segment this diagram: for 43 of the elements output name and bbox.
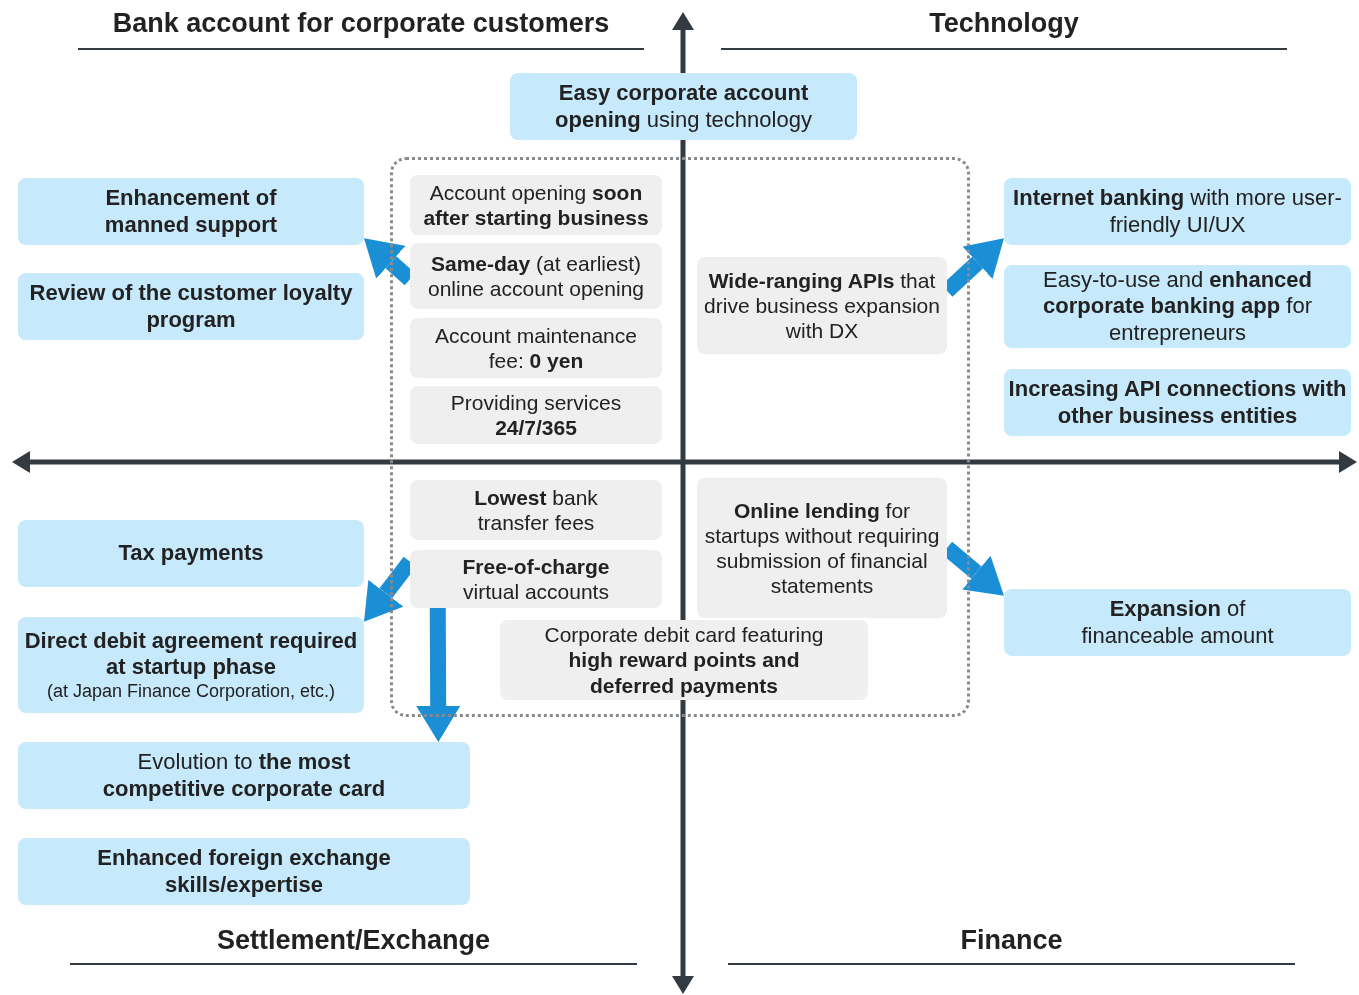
service-box (410, 550, 662, 608)
box-text: Direct debit agreement required at startup phase (23, 627, 359, 681)
feature-box (510, 73, 857, 140)
box-text: Lowest bank transfer fees (473, 484, 599, 536)
feature-box (1004, 369, 1351, 436)
box-text: Easy-to-use and enhanced corporate banking app for entrepreneurs (1042, 266, 1313, 347)
box-text: Evolution to the most competitive corporate card (101, 749, 387, 802)
box-text: Expansion of financeable amount (1080, 596, 1275, 649)
box-text: Enhanced foreign exchange skills/expertise (96, 845, 392, 898)
box-text: Corporate debit card featuring high reward points and deferred payments (543, 622, 825, 698)
service-box (500, 620, 868, 700)
box-text: Internet banking with more user-friendly UI/UX (1012, 185, 1343, 238)
feature-box (18, 178, 364, 245)
feature-box (18, 838, 470, 905)
feature-box (18, 742, 470, 809)
service-box (410, 243, 662, 309)
box-text: Free-of-charge virtual accounts (461, 553, 611, 605)
block-arrow (416, 607, 461, 742)
box-text: Account opening soon after starting business (422, 179, 650, 231)
box-text: Increasing API connections with other business entities (1007, 376, 1348, 429)
box-note: (at Japan Finance Corporation, etc.) (45, 680, 337, 703)
quadrant-heading: Settlement/Exchange (215, 925, 492, 956)
quadrant-heading: Finance (959, 925, 1064, 956)
feature-box (1004, 265, 1351, 348)
feature-box (18, 273, 364, 340)
box-text: Account maintenance fee: 0 yen (434, 322, 638, 374)
box-text: Review of the customer loyalty program (28, 280, 354, 333)
quadrant-heading: Bank account for corporate customers (111, 8, 611, 39)
service-box (697, 257, 947, 354)
dotted-frame (390, 157, 970, 717)
feature-box (1004, 178, 1351, 245)
box-text: Tax payments (117, 540, 265, 567)
feature-box (18, 617, 364, 713)
feature-box (1004, 589, 1351, 656)
box-text: Same-day (at earliest) online account opening (427, 250, 645, 302)
quadrant-heading: Technology (928, 8, 1080, 39)
service-box (697, 478, 947, 618)
box-text: Wide-ranging APIs that drive business expansion with DX (703, 267, 941, 344)
feature-box (18, 520, 364, 587)
box-text: Enhancement of manned support (103, 185, 279, 238)
box-text: Providing services 24/7/365 (449, 389, 623, 441)
box-text: Online lending for startups without requiring submission of financial statements (703, 497, 941, 599)
box-text: Easy corporate account opening using technology (554, 80, 813, 133)
